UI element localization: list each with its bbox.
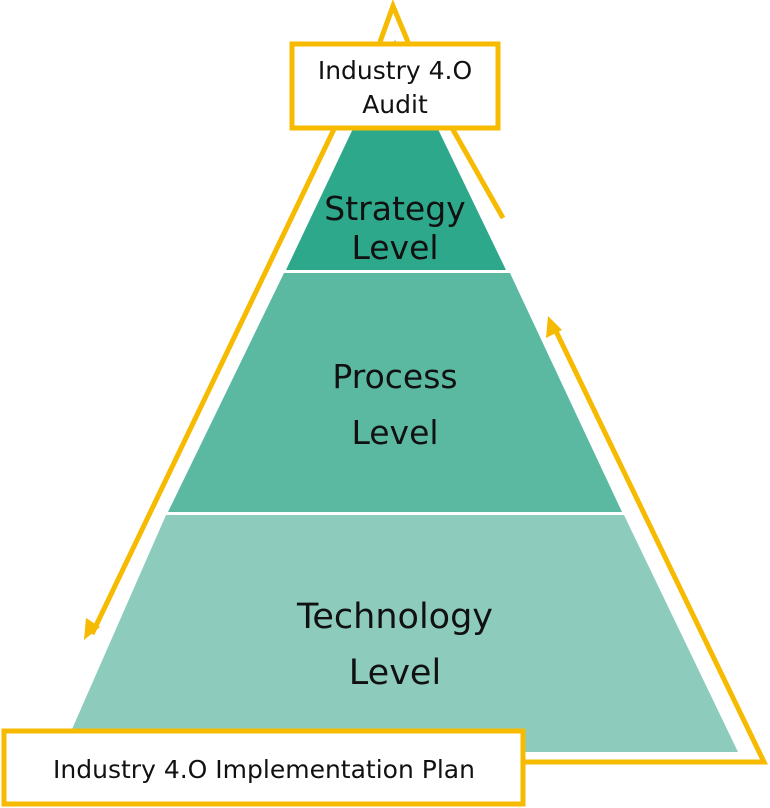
process-level-label-line2: Level	[351, 413, 438, 452]
implementation-plan-label: Industry 4.O Implementation Plan	[53, 755, 475, 784]
top-triangle-arrow	[377, 0, 411, 43]
audit-box-label-line1: Industry 4.O	[318, 56, 472, 85]
audit-box-label-line2: Audit	[362, 90, 428, 119]
audit-box	[289, 41, 501, 131]
left-descending-arrow	[89, 125, 338, 636]
upper-right-arrow	[449, 126, 506, 220]
right-arrowhead-icon	[546, 316, 562, 338]
strategy-level-tier	[286, 40, 506, 270]
technology-level-label-line2: Level	[349, 653, 441, 693]
process-level-tier	[168, 273, 622, 512]
strategy-level-label-line1: Strategy	[324, 189, 465, 228]
technology-level-label-line1: Technology	[296, 597, 493, 637]
left-arrowhead-icon	[84, 618, 100, 640]
strategy-level-label-line2: Level	[351, 228, 438, 267]
process-level-label-line1: Process	[332, 357, 457, 396]
implementation-plan-box	[1, 728, 526, 807]
right-ascending-arrow	[522, 323, 768, 765]
technology-level-tier	[62, 515, 738, 752]
